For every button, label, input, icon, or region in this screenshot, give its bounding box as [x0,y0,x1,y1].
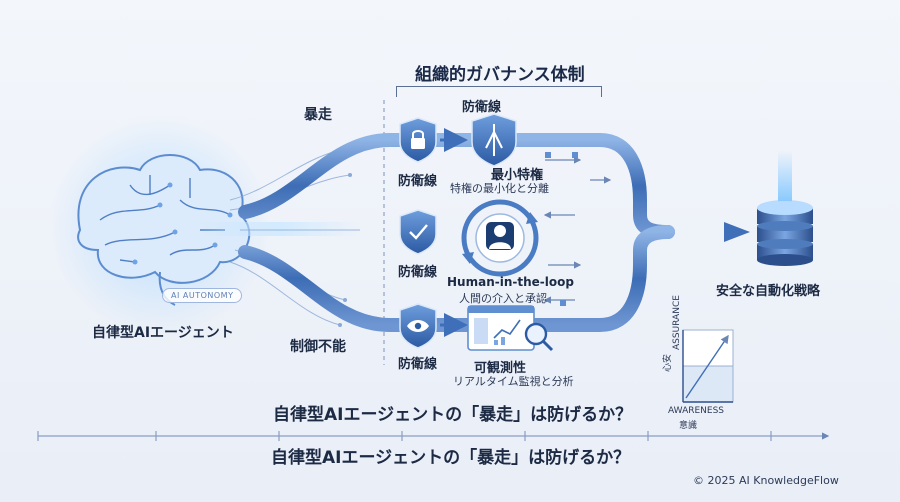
pipe-uncontrollable [238,225,675,332]
matrix-y-label: ASSURANCE [672,295,682,350]
matrix-x-label: AWARENESS [668,406,725,416]
defense-heading: 防衛線 [462,100,502,115]
agent-label: 自律型AIエージェント [92,325,234,341]
matrix-x-sub: 意識 [679,421,698,431]
ai-autonomy-badge: AI AUTONOMY [162,288,243,303]
monitoring-dashboard-icon [467,305,554,352]
human-loop-icon [461,199,539,277]
eye-shield-icon [399,303,437,349]
brain-icon [50,115,270,335]
risk-runaway-label: 暴走 [304,107,332,123]
least-privilege-title: 最小特権 [491,168,544,183]
question-primary: 自律型AIエージェントの「暴走」は防げるか？ [273,405,633,425]
least-privilege-subtitle: 特権の最小化と分離 [450,182,549,195]
risk-uncontrollable-label: 制御不能 [290,339,346,355]
governance-bracket [396,86,602,97]
lock-shield-icon [399,117,437,163]
observability-title: 可観測性 [474,361,527,376]
defense-line-1-tag: 防衛線 [398,174,438,189]
defense-line-3-tag: 防衛線 [398,357,438,372]
page-title: 組織的ガバナンス体制 [415,65,585,85]
question-secondary: 自律型AIエージェントの「暴走」は防げるか？ [271,448,631,468]
main-arrow-head [724,222,750,242]
defense-line-2-tag: 防衛線 [398,265,438,280]
observability-subtitle: リアルタイム監視と分析 [453,375,574,388]
assurance-awareness-matrix [682,329,734,403]
check-shield-icon [399,209,437,255]
compass-shield-icon [471,113,517,167]
human-in-the-loop-title: Human-in-the-loop [447,275,574,289]
server-stack-icon [757,150,813,266]
human-in-the-loop-subtitle: 人間の介入と承認 [459,292,547,305]
copyright: © 2025 AI KnowledgeFlow [693,474,839,487]
outcome-label: 安全な自動化戦略 [716,284,821,299]
timeline-axis [37,431,830,441]
matrix-y-sub: 心安 [663,353,673,372]
